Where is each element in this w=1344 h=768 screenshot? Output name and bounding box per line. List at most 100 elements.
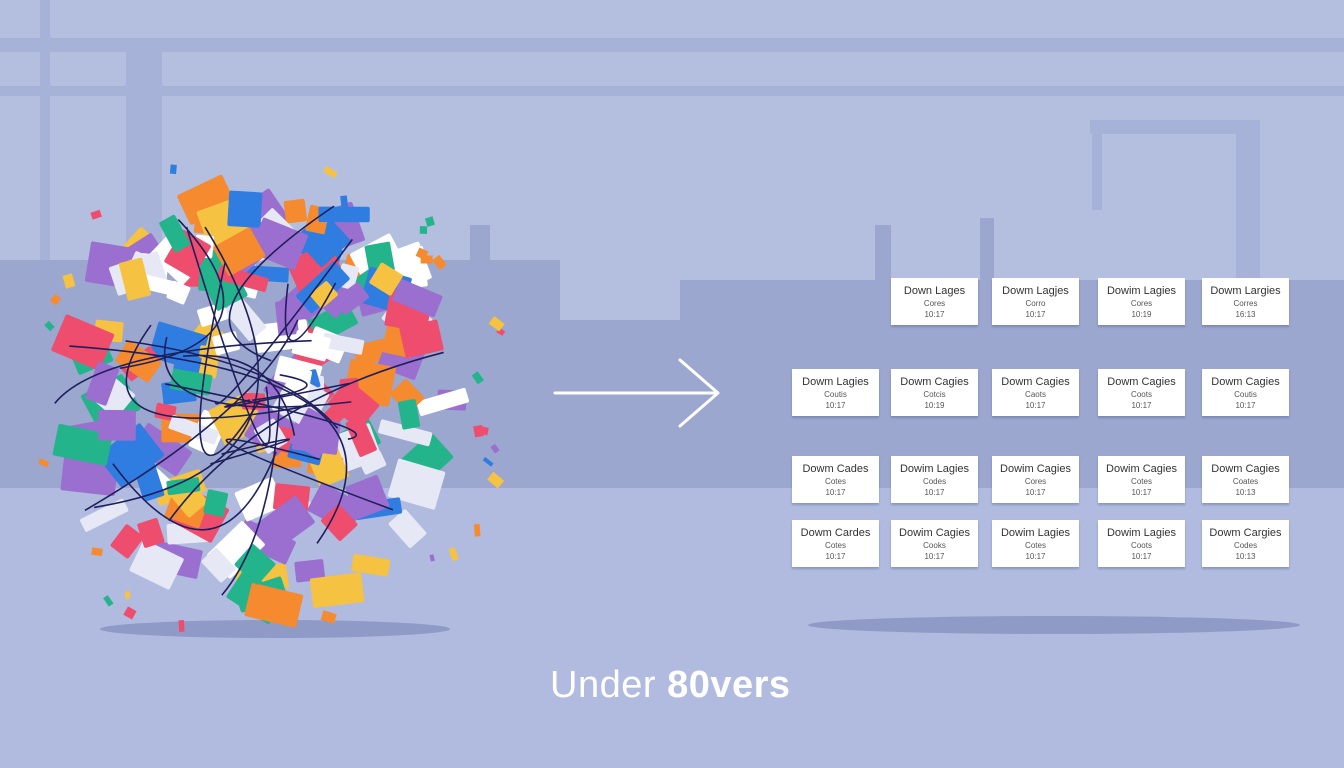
card-subtitle: Cores: [923, 299, 946, 308]
pile-card: [173, 352, 202, 375]
card-number: 10:17: [825, 401, 846, 410]
card-subtitle: Codes: [922, 477, 947, 486]
pile-card: [351, 553, 391, 577]
tangled-string: [125, 324, 308, 419]
card-title: Dowim Lagies: [899, 463, 970, 475]
pipe-top: [0, 38, 1344, 52]
pile-card: [97, 423, 165, 488]
pile-card: [201, 547, 236, 583]
pile-card: [318, 206, 370, 223]
pile-card: [244, 583, 304, 628]
card-subtitle: Cotes: [825, 477, 846, 486]
pile-card: [309, 572, 365, 608]
pile-card: [378, 419, 433, 447]
card-title: Dowm Cagies: [1001, 376, 1070, 388]
card-title: Down Lages: [903, 285, 966, 297]
tangled-string: [54, 339, 312, 404]
pile-card: [212, 331, 240, 356]
card-number: 10:17: [1131, 488, 1152, 497]
card-subtitle: Cotes: [825, 541, 846, 550]
tangled-string: [225, 438, 394, 511]
card-number: 16:13: [1235, 310, 1256, 319]
pipe-mid: [0, 86, 1344, 96]
card-subtitle: Coates: [1232, 477, 1259, 486]
tangled-string: [168, 351, 444, 522]
pile-card: [196, 345, 220, 379]
card-subtitle: Coots: [1131, 390, 1152, 399]
card-title: Dowim Lagies: [1106, 527, 1177, 539]
tangled-string: [84, 319, 299, 512]
skyline-tower: [875, 225, 891, 285]
confetti: [44, 320, 55, 332]
confetti: [471, 371, 484, 385]
tangled-string: [163, 336, 352, 408]
confetti: [38, 458, 50, 468]
pile-card: [80, 498, 129, 532]
pile-card: [203, 489, 229, 517]
pile-card: [397, 399, 421, 430]
pile-card: [283, 198, 308, 224]
pile-card: [255, 495, 315, 552]
confetti: [49, 293, 62, 306]
pile-card: [321, 504, 358, 541]
crane-hook: [1092, 130, 1102, 210]
tangled-string: [125, 340, 339, 429]
pile-card: [387, 458, 446, 510]
pile-card: [129, 540, 184, 590]
pile-card: [118, 257, 151, 301]
card-title: Dowim Lagies: [1000, 527, 1071, 539]
card-number: 10:17: [924, 552, 945, 561]
pile-card: [234, 477, 285, 522]
confetti: [123, 606, 137, 620]
card-subtitle: Cores: [1024, 477, 1047, 486]
confetti: [62, 273, 76, 289]
pile-card: [85, 361, 120, 406]
card-number: 10:13: [1235, 552, 1256, 561]
confetti: [473, 424, 484, 438]
confetti: [178, 620, 185, 632]
caption: Under 80vers: [550, 664, 791, 707]
caption-regular: Under: [550, 664, 668, 706]
card-title: Dowm Cagies: [1107, 376, 1176, 388]
card-number: 10:19: [924, 401, 945, 410]
card-number: 10:17: [1131, 401, 1152, 410]
card-number: 10:17: [1235, 401, 1256, 410]
confetti: [103, 595, 114, 607]
card-subtitle: Cotcis: [923, 390, 946, 399]
caption-bold: 80vers: [667, 664, 791, 706]
pile-card: [159, 214, 191, 253]
confetti: [473, 523, 481, 537]
tangled-string: [284, 282, 337, 342]
pile-card: [310, 281, 338, 309]
tangled-string: [252, 374, 308, 402]
confetti: [323, 165, 338, 179]
tangled-string: [119, 219, 225, 370]
tangled-string: [185, 226, 271, 446]
card-number: 10:13: [1235, 488, 1256, 497]
pile-card: [110, 524, 144, 559]
card-number: 10:17: [825, 488, 846, 497]
pile-card: [291, 330, 331, 362]
pile-card: [275, 299, 299, 336]
pile-card: [137, 518, 165, 548]
card-number: 10:17: [825, 552, 846, 561]
confetti: [91, 547, 103, 557]
tangled-string: [210, 438, 290, 465]
confetti: [419, 226, 428, 234]
card-title: Dowm Cagies: [1211, 463, 1280, 475]
pile-card: [321, 332, 365, 355]
card-title: Dowm Cagies: [1211, 376, 1280, 388]
card-subtitle: Corro: [1025, 299, 1046, 308]
card-subtitle: Caots: [1025, 390, 1046, 399]
pile-card: [234, 544, 276, 585]
tangled-string: [165, 383, 358, 440]
card-number: 10:17: [924, 310, 945, 319]
